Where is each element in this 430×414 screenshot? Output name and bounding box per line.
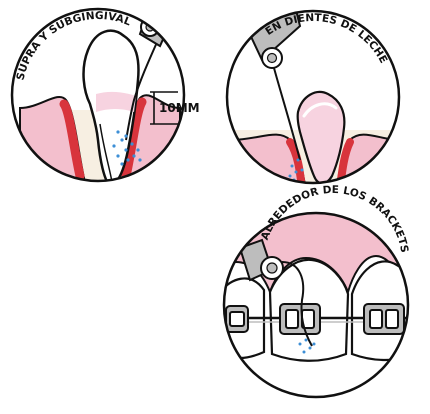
depth-label: 10MM <box>159 101 200 115</box>
panel-dientes-leche: EN DIENTES DE LECHE <box>220 0 420 200</box>
bracket <box>364 304 404 334</box>
bracket <box>226 306 248 332</box>
panel-brackets: ALREDEDOR DE LOS BRACKETS <box>220 184 420 410</box>
bracket <box>280 304 320 334</box>
panel-supra-subgingival: 10MM SUPRA Y SUBGINGIVAL <box>0 0 200 200</box>
